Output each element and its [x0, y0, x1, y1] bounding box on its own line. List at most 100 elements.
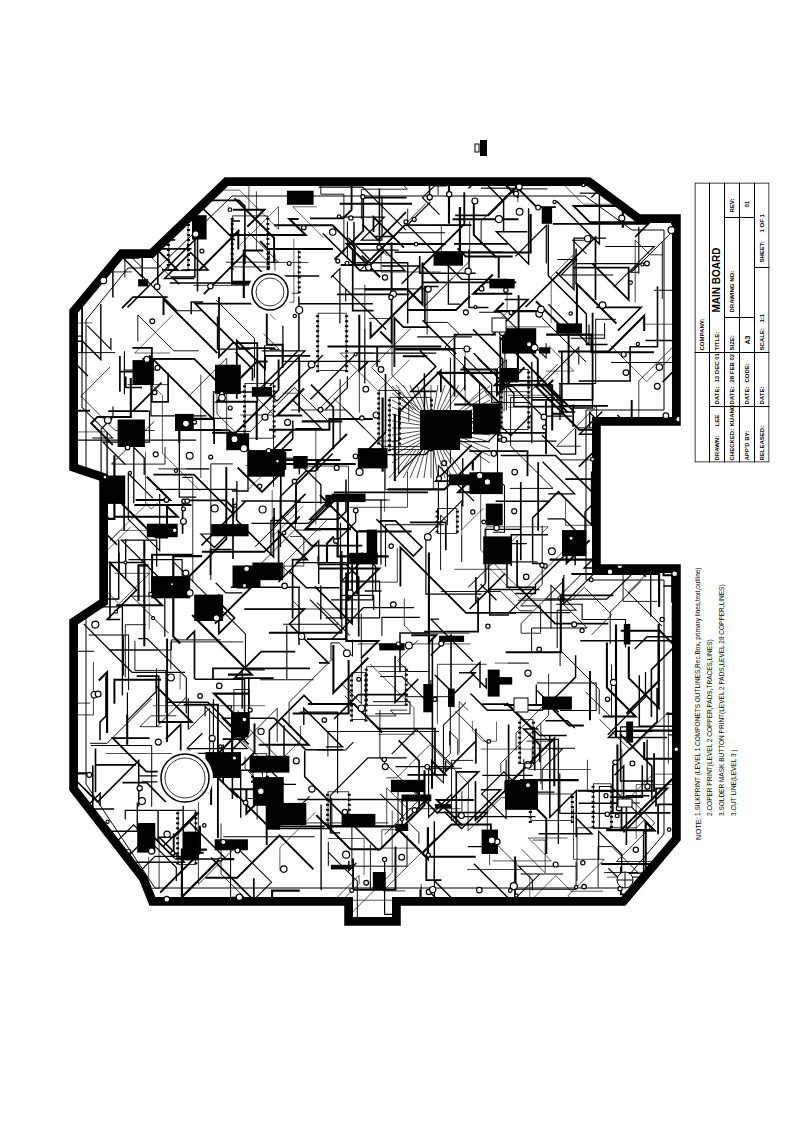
ic-pin — [231, 218, 234, 220]
ic-pin — [388, 424, 391, 426]
copper-trace — [422, 825, 491, 854]
copper-trace — [213, 296, 299, 392]
pad — [360, 416, 364, 420]
ic-pin — [518, 732, 521, 734]
ic-pin — [273, 435, 276, 437]
copper-trace — [165, 253, 208, 279]
ic-pin — [194, 852, 197, 854]
copper-trace — [469, 177, 504, 232]
title-block-text: 13 DEC 01 — [714, 353, 720, 382]
pad — [531, 344, 538, 351]
copper-trace — [519, 866, 576, 890]
pad — [581, 861, 585, 865]
pad — [430, 887, 436, 893]
copper-trace — [394, 318, 429, 367]
pad — [585, 236, 591, 242]
title-block-text: MAIN BOARD — [712, 247, 722, 312]
pad — [363, 386, 369, 392]
pad — [619, 215, 625, 221]
ic-pin — [326, 809, 329, 811]
pad — [663, 198, 670, 205]
ic-pin — [316, 365, 319, 367]
qfp-lead — [460, 434, 490, 442]
ic-pin — [532, 757, 535, 759]
ic-pin — [377, 403, 380, 405]
copper-trace — [187, 631, 195, 679]
ic-pin — [231, 248, 234, 250]
pad — [258, 728, 264, 734]
pad — [145, 191, 152, 198]
ic-pin — [345, 330, 348, 332]
copper-trace — [609, 731, 668, 737]
copper-trace — [28, 159, 90, 197]
copper-pour — [489, 279, 514, 289]
copper-trace — [425, 322, 487, 388]
copper-trace — [362, 212, 406, 240]
ic-pin — [500, 426, 503, 428]
copper-trace — [444, 790, 500, 829]
ic-pin — [194, 857, 197, 859]
copper-trace — [580, 411, 668, 478]
ic-pin — [266, 238, 269, 240]
ic-pin — [436, 516, 439, 518]
copper-trace — [102, 167, 111, 233]
pad — [95, 691, 101, 697]
copper-trace — [425, 221, 470, 305]
pad — [477, 472, 483, 478]
ic-pin — [350, 690, 353, 692]
copper-trace — [450, 731, 458, 755]
pad — [337, 215, 340, 218]
copper-trace — [331, 269, 340, 324]
pad — [617, 563, 623, 569]
note-line: 1.SILKPRINT (LEVEL 1 COMPONETS OUTLINES,… — [695, 567, 702, 816]
copper-trace — [479, 312, 546, 358]
ic-pin — [430, 404, 433, 406]
copper-trace — [114, 680, 161, 704]
ic-pin — [167, 239, 170, 241]
qfp-lead — [424, 450, 428, 478]
ic-pin — [130, 862, 133, 864]
copper-trace — [635, 240, 663, 302]
pad — [569, 312, 572, 315]
copper-trace — [628, 545, 684, 607]
inner-border — [86, 196, 664, 888]
ic-outline — [233, 216, 268, 267]
ic-pin — [388, 449, 391, 451]
pad — [495, 216, 502, 223]
copper-trace — [11, 323, 92, 379]
pad — [541, 414, 547, 420]
pad — [599, 302, 606, 309]
copper-trace — [340, 353, 410, 391]
title-block-text: DATE: — [714, 386, 720, 404]
copper-trace — [636, 685, 684, 838]
copper-trace — [598, 847, 638, 888]
copper-trace — [404, 599, 469, 634]
ic-pin — [316, 315, 319, 317]
copper-trace — [622, 749, 680, 806]
copper-trace — [125, 251, 143, 286]
ic-pin — [326, 814, 329, 816]
copper-trace — [170, 221, 240, 283]
copper-trace — [223, 836, 314, 837]
ic-pin — [326, 794, 329, 796]
copper-trace — [136, 477, 171, 500]
copper-trace — [557, 183, 600, 244]
pad — [425, 765, 430, 770]
copper-trace — [182, 477, 192, 582]
ic-pin — [365, 679, 368, 681]
copper-trace — [340, 203, 413, 205]
qfp-lead — [403, 450, 419, 478]
title-block-text: SCALE: — [759, 328, 765, 350]
ic-pin — [251, 776, 254, 778]
copper-trace — [108, 383, 161, 412]
ic-pin — [298, 281, 301, 283]
qfp-lead — [392, 434, 420, 442]
ic-pin — [532, 722, 535, 724]
copper-trace — [133, 207, 200, 270]
pad — [404, 220, 408, 224]
copper-trace — [521, 526, 543, 633]
pad — [187, 590, 193, 596]
copper-trace — [319, 187, 406, 230]
pad — [656, 364, 662, 370]
ic-pin — [610, 811, 613, 813]
